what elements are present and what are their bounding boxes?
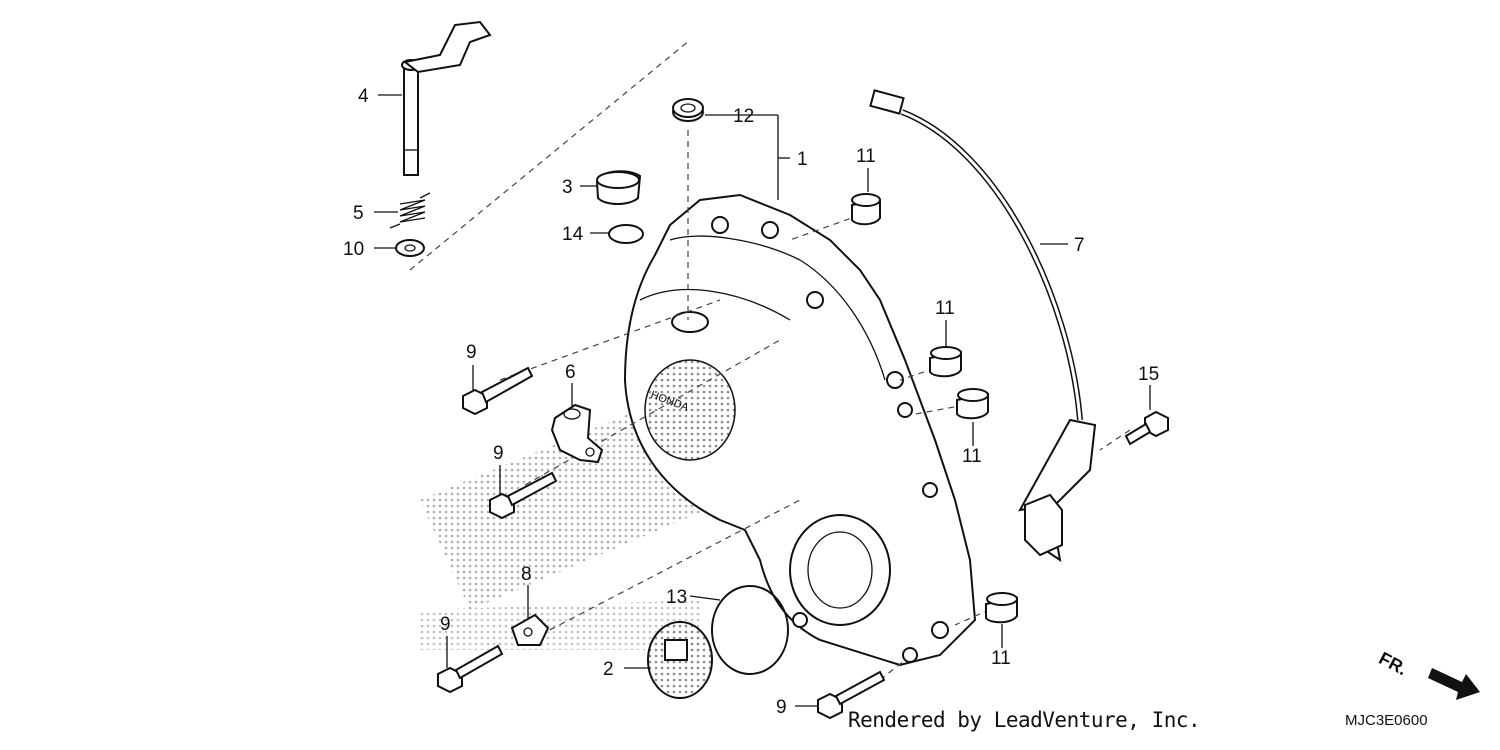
callout-2: 2 [603,659,614,680]
spring-5 [389,192,431,229]
front-direction-arrow [1428,668,1480,700]
callout-14: 14 [562,224,584,245]
leader-lines [374,94,1151,707]
dowel-pin-11-c [956,388,989,420]
dowel-pin-11-d [985,592,1018,624]
callout-6: 6 [565,362,576,383]
callout-9-a: 9 [466,342,477,363]
callout-4: 4 [358,86,369,107]
shift-shaft-4 [401,20,492,176]
oil-seal-12 [672,98,704,122]
clamp-8 [510,613,550,646]
callout-11-c: 11 [962,446,982,467]
filler-cap-3 [595,170,642,205]
dowel-pin-11-a [851,193,881,226]
render-credit: Rendered by LeadVenture, Inc. [848,708,1201,732]
bolt-9-a [462,366,534,416]
bolt-9-c [437,644,504,694]
callout-9-d: 9 [776,697,787,718]
callout-9-c: 9 [440,614,451,635]
callout-11-a: 11 [856,146,876,167]
callout-3: 3 [562,177,573,198]
washer-10 [395,239,425,257]
callout-11-d: 11 [991,648,1011,669]
bolt-9-b [489,471,558,520]
callout-15: 15 [1138,364,1159,385]
callout-11-b: 11 [935,298,955,319]
callouts: 1 2 3 4 5 6 7 8 9 9 9 9 10 11 11 11 11 1… [343,86,1159,718]
plug-cap-2 [647,621,713,699]
engine-cover: HONDA [623,193,977,667]
diagram-code: MJC3E0600 [1345,712,1428,729]
callout-7: 7 [1074,235,1085,256]
o-ring-13 [711,585,789,675]
bolt-15 [1124,410,1169,446]
assembly-lines [409,39,1131,681]
sensor-wire-7 [869,89,1097,563]
dowel-pin-11-b [929,346,962,378]
callout-1: 1 [797,149,808,170]
callout-12: 12 [733,106,754,127]
callout-9-b: 9 [493,443,504,464]
callout-5: 5 [353,203,364,224]
o-ring-14 [608,224,644,244]
callout-13: 13 [666,587,687,608]
bolt-9-d [817,670,886,720]
callout-10: 10 [343,239,364,260]
clamp-6 [550,403,604,464]
callout-8: 8 [521,564,532,585]
